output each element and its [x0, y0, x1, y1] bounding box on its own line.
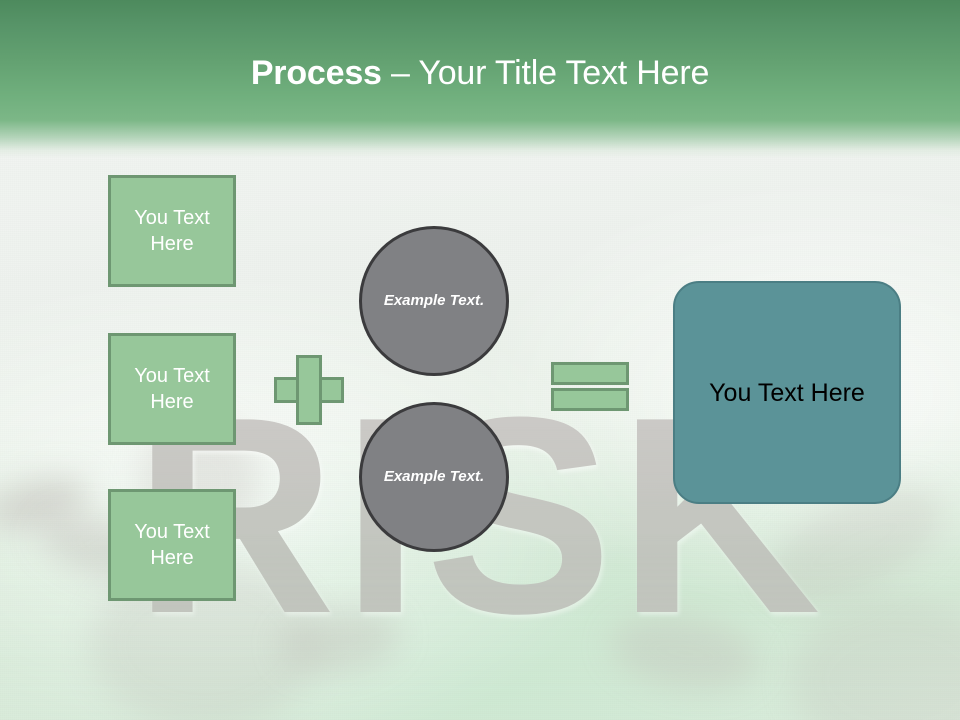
equals-icon-bottom-bar [551, 388, 629, 411]
input-box-1[interactable]: You Text Here [108, 175, 236, 287]
example-circle-2[interactable]: Example Text. [359, 402, 509, 552]
input-box-2[interactable]: You Text Here [108, 333, 236, 445]
example-circle-2-label: Example Text. [383, 468, 485, 485]
example-circle-1[interactable]: Example Text. [359, 226, 509, 376]
page-title-strong: Process [250, 54, 382, 92]
input-box-1-label: You Text Here [134, 207, 210, 255]
example-circle-1-label: Example Text. [383, 292, 485, 309]
result-box-label: You Text Here [709, 378, 865, 407]
input-box-3-label: You Text Here [134, 521, 210, 569]
page-title: Process – Your Title Text Here [0, 51, 960, 95]
equals-icon-top-bar [551, 362, 629, 385]
page-title-rest: – Your Title Text Here [381, 54, 710, 92]
result-box[interactable]: You Text Here [673, 281, 901, 504]
header-banner: Process – Your Title Text Here [0, 0, 960, 158]
input-box-3[interactable]: You Text Here [108, 489, 236, 601]
plus-icon [274, 355, 344, 425]
plus-icon-center-patch [299, 380, 319, 400]
equals-icon [551, 362, 629, 412]
input-box-2-label: You Text Here [134, 365, 210, 413]
